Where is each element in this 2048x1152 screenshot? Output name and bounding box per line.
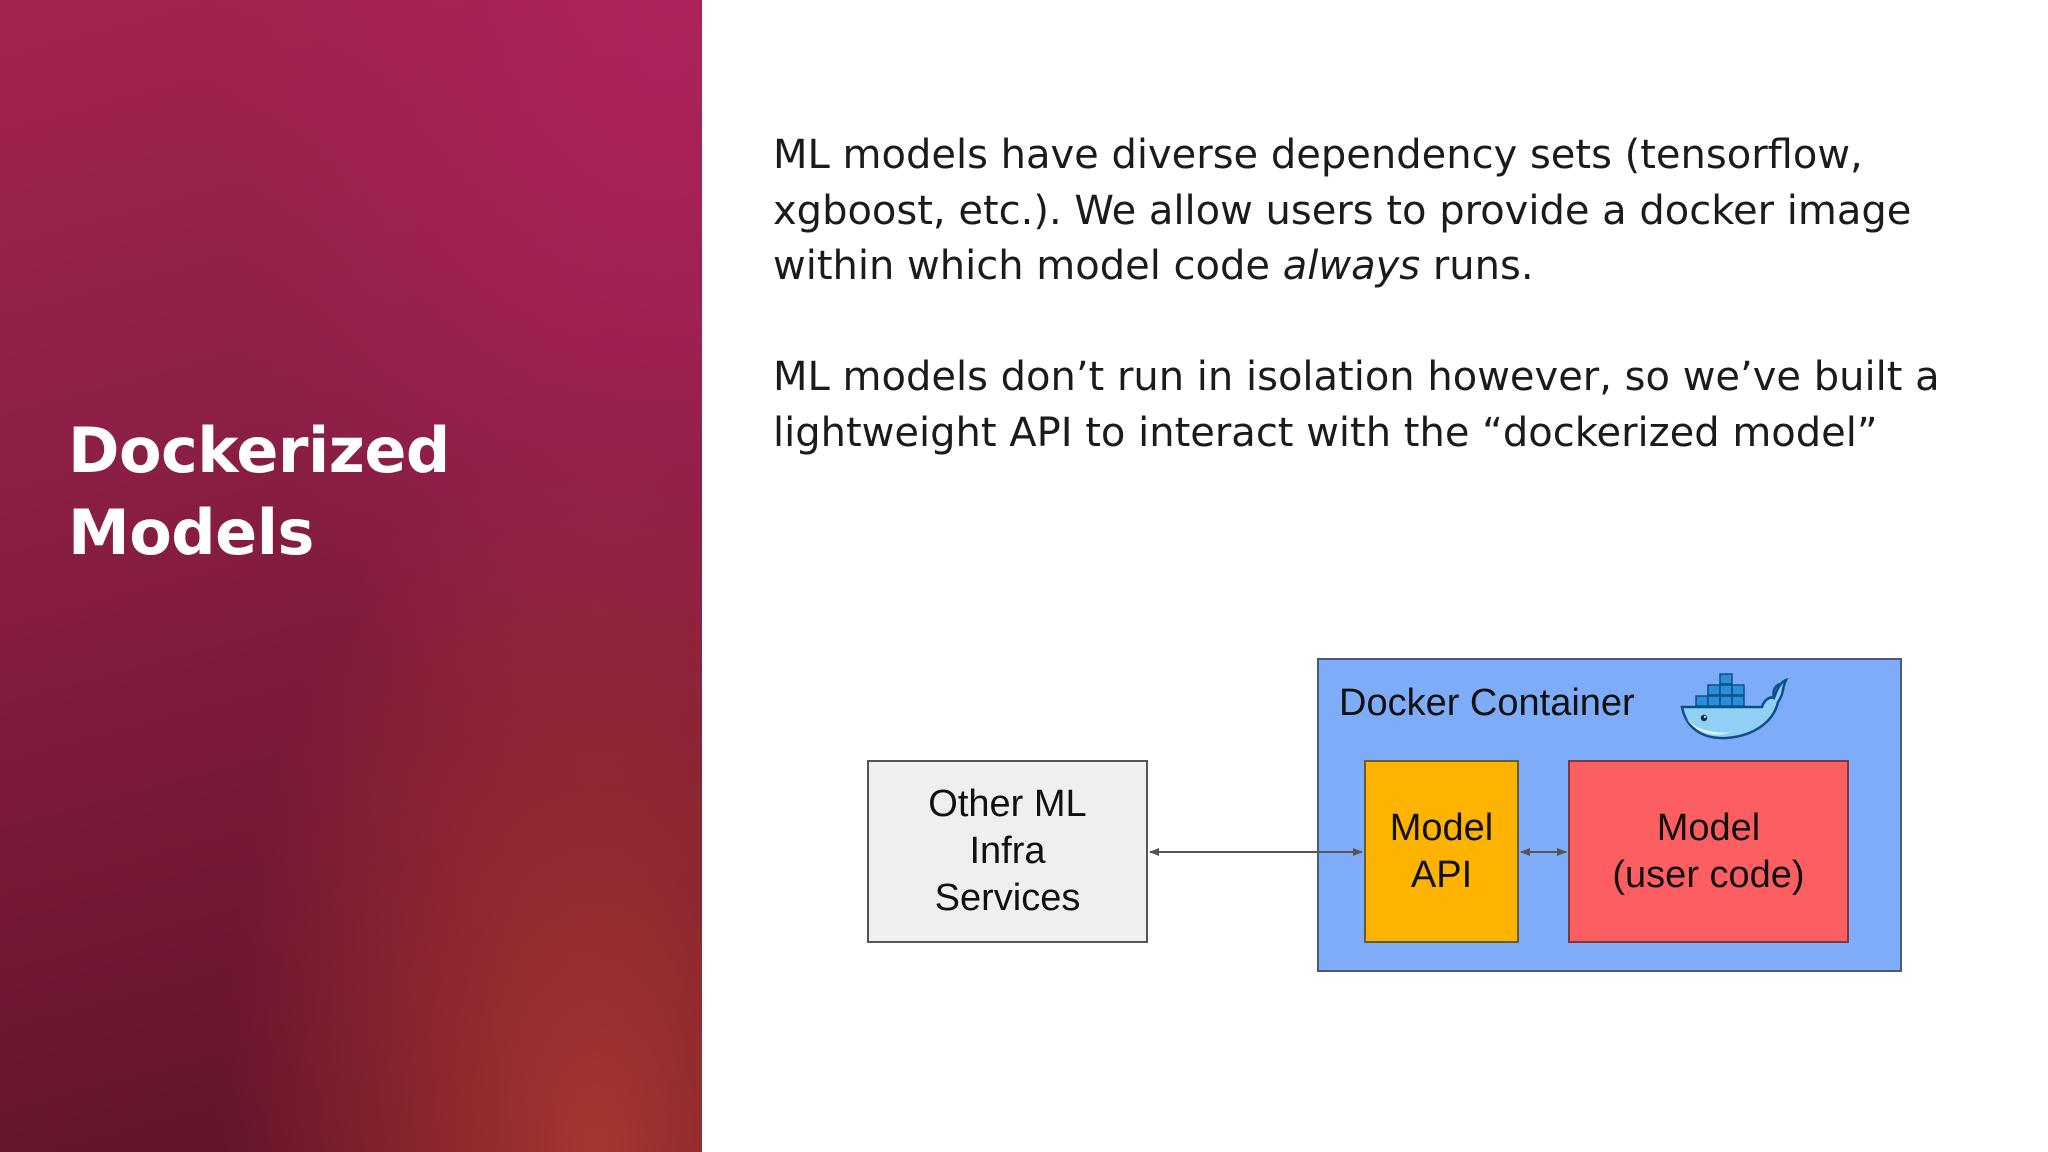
model-api-box: Model API [1364,760,1519,943]
model-api-label: Model API [1390,805,1494,899]
other-ml-infra-services-box: Other ML Infra Services [867,760,1148,943]
paragraph-dependencies-emphasis: always [1282,243,1421,289]
paragraph-dependencies-end: runs. [1420,243,1534,289]
model-user-code-line-1: Model [1656,806,1761,849]
paragraph-dependencies-text: ML models have diverse dependency sets (… [773,132,1912,289]
slide-title-line-1: Dockerized [68,414,450,487]
model-api-line-2: API [1410,853,1473,896]
model-user-code-box: Model (user code) [1568,760,1849,943]
other-services-line-1: Other ML [928,783,1087,825]
other-services-line-3: Services [934,877,1081,919]
title-panel: Dockerized Models [0,0,702,1152]
model-user-code-label: Model (user code) [1612,805,1804,899]
model-api-line-1: Model [1389,806,1494,849]
slide-title: Dockerized Models [68,410,450,574]
other-services-line-2: Infra [969,830,1046,872]
paragraph-dependencies: ML models have diverse dependency sets (… [773,128,2013,295]
slide-body: ML models have diverse dependency sets (… [773,128,2013,517]
docker-whale-icon [1680,673,1789,740]
docker-container-label: Docker Container [1339,682,1635,724]
other-ml-infra-services-label: Other ML Infra Services [928,781,1086,922]
paragraph-api: ML models don’t run in isolation however… [773,354,1940,456]
model-user-code-line-2: (user code) [1612,853,1805,896]
slide-title-line-2: Models [68,496,314,569]
